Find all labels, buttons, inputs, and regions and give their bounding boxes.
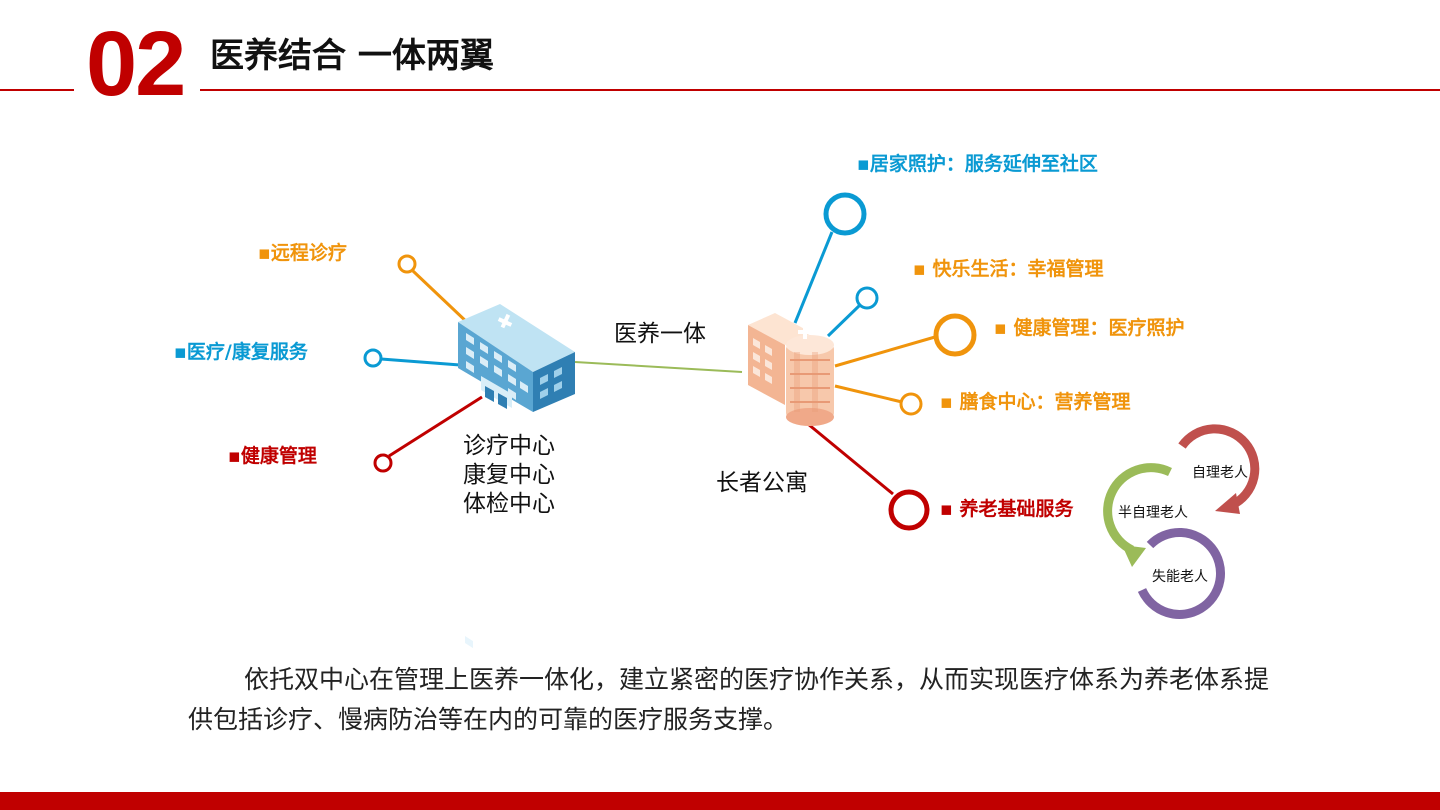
description-paragraph: 依托双中心在管理上医养一体化，建立紧密的医疗协作关系，从而实现医疗体系为养老体系… xyxy=(188,665,1270,734)
label-health-care: ▪ 健康管理：医疗照护 xyxy=(994,317,1185,339)
cycle-arc-self-care xyxy=(1178,424,1260,510)
label-remote-diagnosis: ▪远程诊疗 xyxy=(258,242,347,264)
hub-line-rehab: 康复中心 xyxy=(463,462,555,488)
section-number: 02 xyxy=(86,13,186,115)
label-dining-center: ▪ 膳食中心：营养管理 xyxy=(940,391,1131,413)
right-branch-health xyxy=(834,313,977,368)
section-title: 医养结合 一体两翼 xyxy=(210,36,494,76)
label-health-management-left: ▪健康管理 xyxy=(228,445,317,467)
hub-line-diagnosis: 诊疗中心 xyxy=(463,433,555,459)
cycle-label-semi-self-care: 半自理老人 xyxy=(1118,505,1188,521)
bottom-bar xyxy=(0,792,1440,810)
cycle-arrow-semi-self-care xyxy=(1122,545,1146,567)
left-branch-health xyxy=(373,395,483,473)
label-medical-rehab: ▪医疗/康复服务 xyxy=(174,341,308,363)
cycle-label-disabled: 失能老人 xyxy=(1152,569,1208,585)
label-home-care: ▪居家照护：服务延伸至社区 xyxy=(857,153,1098,175)
right-branch-basic xyxy=(807,422,930,531)
left-branch-remote xyxy=(397,254,472,327)
apartment-label: 长者公寓 xyxy=(716,470,808,496)
hub-line-checkup: 体检中心 xyxy=(463,491,555,517)
apartment-icon xyxy=(748,313,834,426)
link-line xyxy=(574,361,743,373)
right-branch-home-care xyxy=(793,192,867,324)
cycle-label-self-care: 自理老人 xyxy=(1192,465,1248,481)
cycle-arrow-self-care xyxy=(1215,493,1240,514)
label-happy-life: ▪ 快乐生活：幸福管理 xyxy=(913,258,1104,280)
right-branch-dining xyxy=(834,384,923,416)
link-label: 医养一体 xyxy=(614,321,706,347)
cycle-arc-semi-self-care xyxy=(1103,463,1172,555)
cycle-arc-disabled xyxy=(1137,527,1225,619)
left-branch-rehab xyxy=(363,348,461,368)
label-basic-elder-service: ▪ 养老基础服务 xyxy=(940,498,1074,520)
right-branch-happy-life xyxy=(826,286,879,338)
hospital-icon xyxy=(458,304,575,649)
